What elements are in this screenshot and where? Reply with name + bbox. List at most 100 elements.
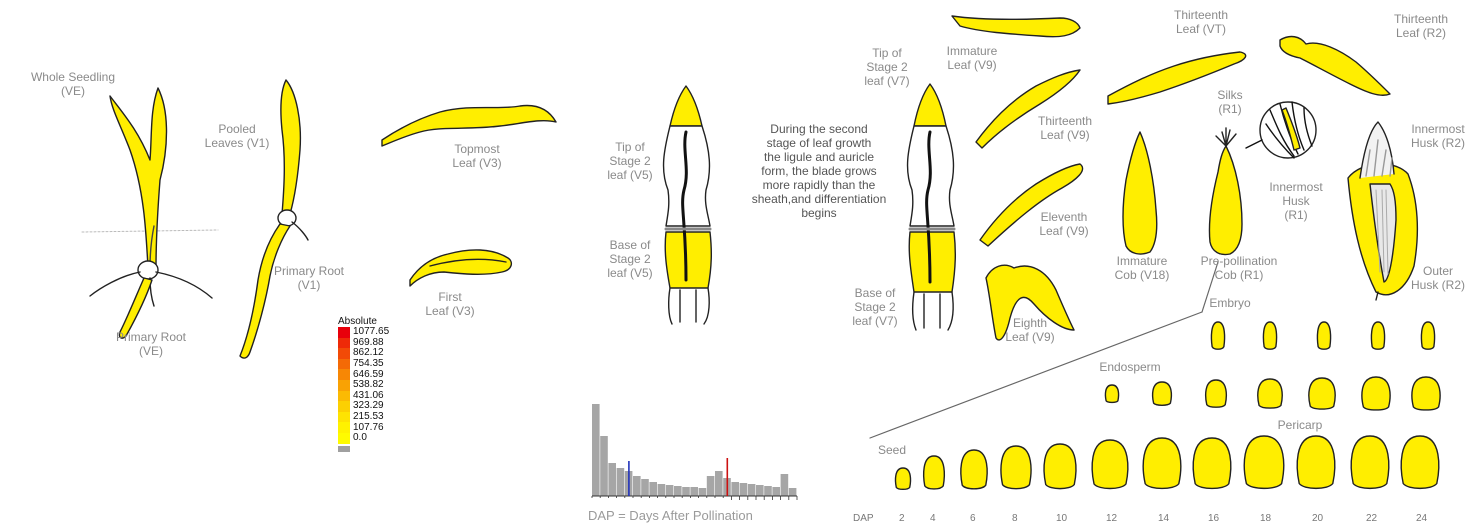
legend-swatch (338, 327, 350, 338)
dap-day-label: 20 (1312, 513, 1323, 524)
immature-leaf-icon (952, 16, 1080, 37)
legend-value: 323.29 (353, 401, 384, 411)
histogram-bar (682, 487, 690, 496)
label-primary-root-v1: Primary Root (V1) (254, 264, 364, 292)
histogram-bar (781, 474, 789, 496)
embryo-kernel-icon (1317, 322, 1330, 349)
histogram-bar (756, 485, 764, 496)
immature-cob-icon (1123, 132, 1157, 254)
embryo-row (1211, 322, 1434, 349)
stage2-leaf-v5-icon (664, 86, 712, 324)
expression-histogram (592, 404, 797, 500)
label-primary-root-ve: Primary Root (VE) (96, 330, 206, 358)
histogram-bar (617, 468, 625, 496)
endosperm-kernel-icon (1258, 379, 1282, 408)
embryo-kernel-icon (1421, 322, 1434, 349)
label-eighth-v9: Eighth Leaf (V9) (990, 316, 1070, 344)
label-immature-leaf: Immature Leaf (V9) (934, 44, 1010, 72)
label-thirteenth-v9: Thirteenth Leaf (V9) (1022, 114, 1108, 142)
legend-swatch (338, 338, 350, 349)
label-pooled-leaves: Pooled Leaves (V1) (192, 122, 282, 150)
endosperm-kernel-icon (1153, 382, 1172, 405)
legend-swatch (338, 348, 350, 359)
endosperm-kernel-icon (1309, 378, 1335, 409)
seed-kernel-icon (1143, 438, 1181, 488)
legend-value: 215.53 (353, 412, 384, 422)
label-silks: Silks (R1) (1210, 88, 1250, 116)
dap-day-label: 8 (1012, 513, 1018, 524)
thirteenth-leaf-r2-icon (1280, 37, 1390, 96)
dap-day-label: 14 (1158, 513, 1169, 524)
legend-value: 754.35 (353, 359, 384, 369)
label-pericarp: Pericarp (1260, 418, 1340, 432)
legend-value: 107.76 (353, 423, 384, 433)
histogram-bar (789, 488, 797, 496)
seed-kernel-icon (895, 468, 910, 489)
endosperm-kernel-icon (1362, 377, 1390, 410)
dap-day-label: 12 (1106, 513, 1117, 524)
histogram-bar (707, 476, 715, 496)
seed-kernel-icon (1244, 436, 1283, 488)
seed-kernel-icon (1401, 436, 1439, 488)
histogram-bar (658, 484, 666, 496)
legend-bottom-row (338, 444, 438, 455)
histogram-bar (699, 488, 707, 496)
legend-value: 646.59 (353, 370, 384, 380)
dap-day-label: 16 (1208, 513, 1219, 524)
dap-day-label: 10 (1056, 513, 1067, 524)
histogram-bar (715, 471, 723, 496)
legend-swatch (338, 391, 350, 402)
embryo-kernel-icon (1211, 322, 1224, 349)
histogram-bar (592, 404, 600, 496)
label-embryo: Embryo (1200, 296, 1260, 310)
dap-day-label: 6 (970, 513, 976, 524)
topmost-leaf-icon (382, 106, 556, 146)
legend-value: 538.82 (353, 380, 384, 390)
label-eleventh-v9: Eleventh Leaf (V9) (1024, 210, 1104, 238)
legend-swatch (338, 369, 350, 380)
dap-caption: DAP = Days After Pollination (588, 508, 753, 523)
seed-kernel-icon (1297, 436, 1335, 488)
seed-kernel-icon (1001, 446, 1031, 489)
label-prepollination-cob: Pre-pollination Cob (R1) (1184, 254, 1294, 282)
seed-row (895, 436, 1438, 489)
legend-row: 215.53 (338, 412, 438, 423)
dap-day-label: 22 (1366, 513, 1377, 524)
seed-kernel-icon (1351, 436, 1389, 488)
legend-swatch (338, 380, 350, 391)
dap-prefix: DAP (853, 513, 874, 524)
histogram-bar (633, 476, 641, 496)
label-endosperm: Endosperm (1080, 360, 1180, 374)
dap-day-label: 24 (1416, 513, 1427, 524)
legend-value: 431.06 (353, 391, 384, 401)
seed-kernel-icon (1193, 438, 1231, 488)
seed-kernel-icon (961, 450, 987, 489)
label-base-v7: Base of Stage 2 leaf (V7) (838, 286, 912, 328)
legend-value: 969.88 (353, 338, 384, 348)
histogram-bar (674, 486, 682, 496)
histogram-bar (641, 479, 649, 496)
stage2-description: During the second stage of leaf growth t… (722, 122, 916, 220)
endosperm-kernel-icon (1412, 377, 1440, 410)
legend-swatch (338, 422, 350, 433)
legend-swatch (338, 359, 350, 370)
seed-kernel-icon (924, 456, 945, 489)
legend-row: 0.0 (338, 433, 438, 444)
histogram-bar (731, 482, 739, 496)
histogram-bar (649, 482, 657, 496)
label-outer-husk: Outer Husk (R2) (1400, 264, 1476, 292)
legend-value: 0.0 (353, 433, 367, 443)
legend-value: 862.12 (353, 348, 384, 358)
embryo-kernel-icon (1263, 322, 1276, 349)
label-tip-v5: Tip of Stage 2 leaf (V5) (592, 140, 668, 182)
dap-day-label: 2 (899, 513, 905, 524)
label-innermost-husk-r1: Innermost Husk (R1) (1256, 180, 1336, 222)
first-leaf-icon (410, 250, 511, 286)
histogram-bar (748, 484, 756, 496)
embryo-kernel-icon (1371, 322, 1384, 349)
histogram-bar (772, 487, 780, 496)
dap-day-label: 4 (930, 513, 936, 524)
label-thirteenth-r2: Thirteenth Leaf (R2) (1376, 12, 1466, 40)
histogram-bar (600, 436, 608, 496)
